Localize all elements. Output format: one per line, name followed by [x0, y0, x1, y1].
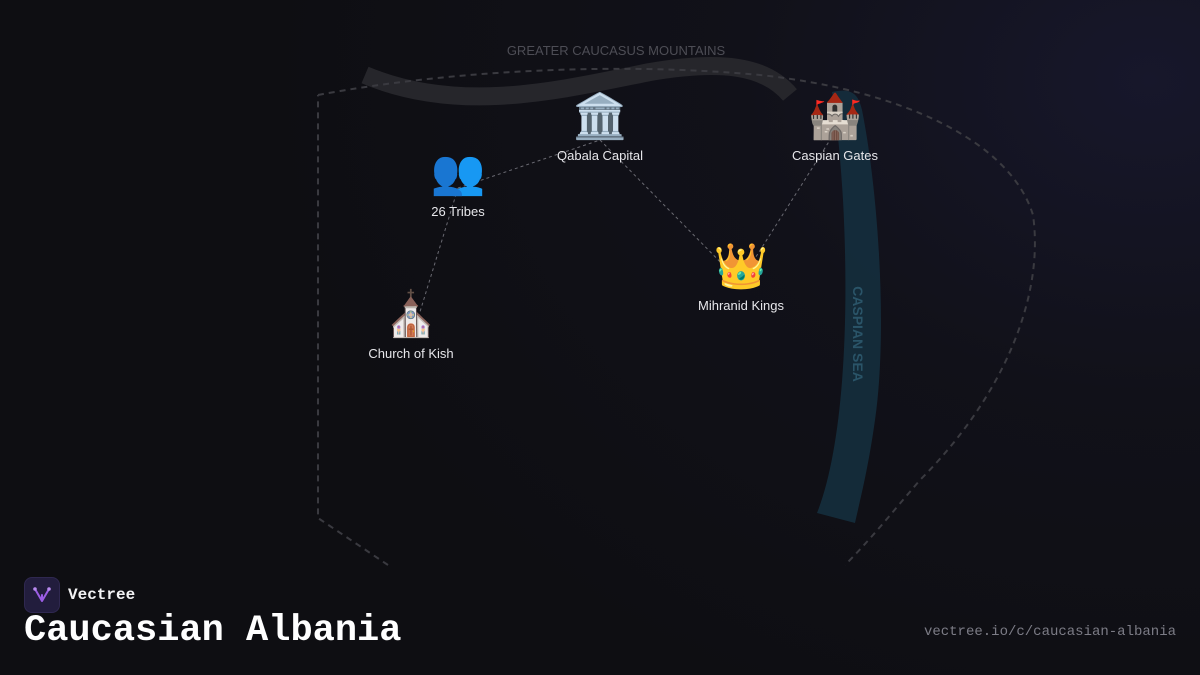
brand-name: Vectree [68, 586, 136, 604]
vectree-logo-icon [24, 577, 60, 613]
link-tribes-qabala [457, 139, 601, 189]
node-label: Church of Kish [368, 346, 454, 361]
node-26-tribes[interactable]: 👥 26 Tribes [430, 147, 486, 220]
caspian-sea [817, 90, 881, 523]
people-icon: 👥 [430, 147, 486, 198]
territory-border [317, 67, 1036, 566]
node-label: Mihranid Kings [698, 298, 784, 313]
page-url[interactable]: vectree.io/c/caucasian-albania [923, 624, 1176, 640]
link-mihranid-caspian-gates [739, 139, 831, 283]
node-church-of-kish[interactable]: ⛪ Church of Kish [368, 289, 454, 362]
castle-icon: 🏰 [807, 91, 863, 142]
node-qabala-capital[interactable]: 🏛️ Qabala Capital [557, 91, 643, 164]
church-icon: ⛪ [383, 289, 439, 340]
node-label: Qabala Capital [557, 148, 643, 163]
region-label: GREATER CAUCASUS MOUNTAINS [506, 43, 726, 58]
classical-building-icon: 🏛️ [572, 91, 628, 142]
brand: Vectree [24, 577, 135, 613]
crown-icon: 👑 [713, 241, 769, 292]
node-caspian-gates[interactable]: 🏰 Caspian Gates [792, 91, 878, 164]
page-title: Caucasian Albania [24, 610, 402, 652]
sea-label: CASPIAN SEA [850, 286, 866, 382]
connection-lines [414, 139, 831, 329]
node-label: Caspian Gates [792, 148, 878, 163]
node-mihranid-kings[interactable]: 👑 Mihranid Kings [698, 241, 784, 314]
link-tribes-kish [414, 187, 459, 329]
node-label: 26 Tribes [431, 204, 485, 219]
mountain-range [361, 56, 797, 106]
